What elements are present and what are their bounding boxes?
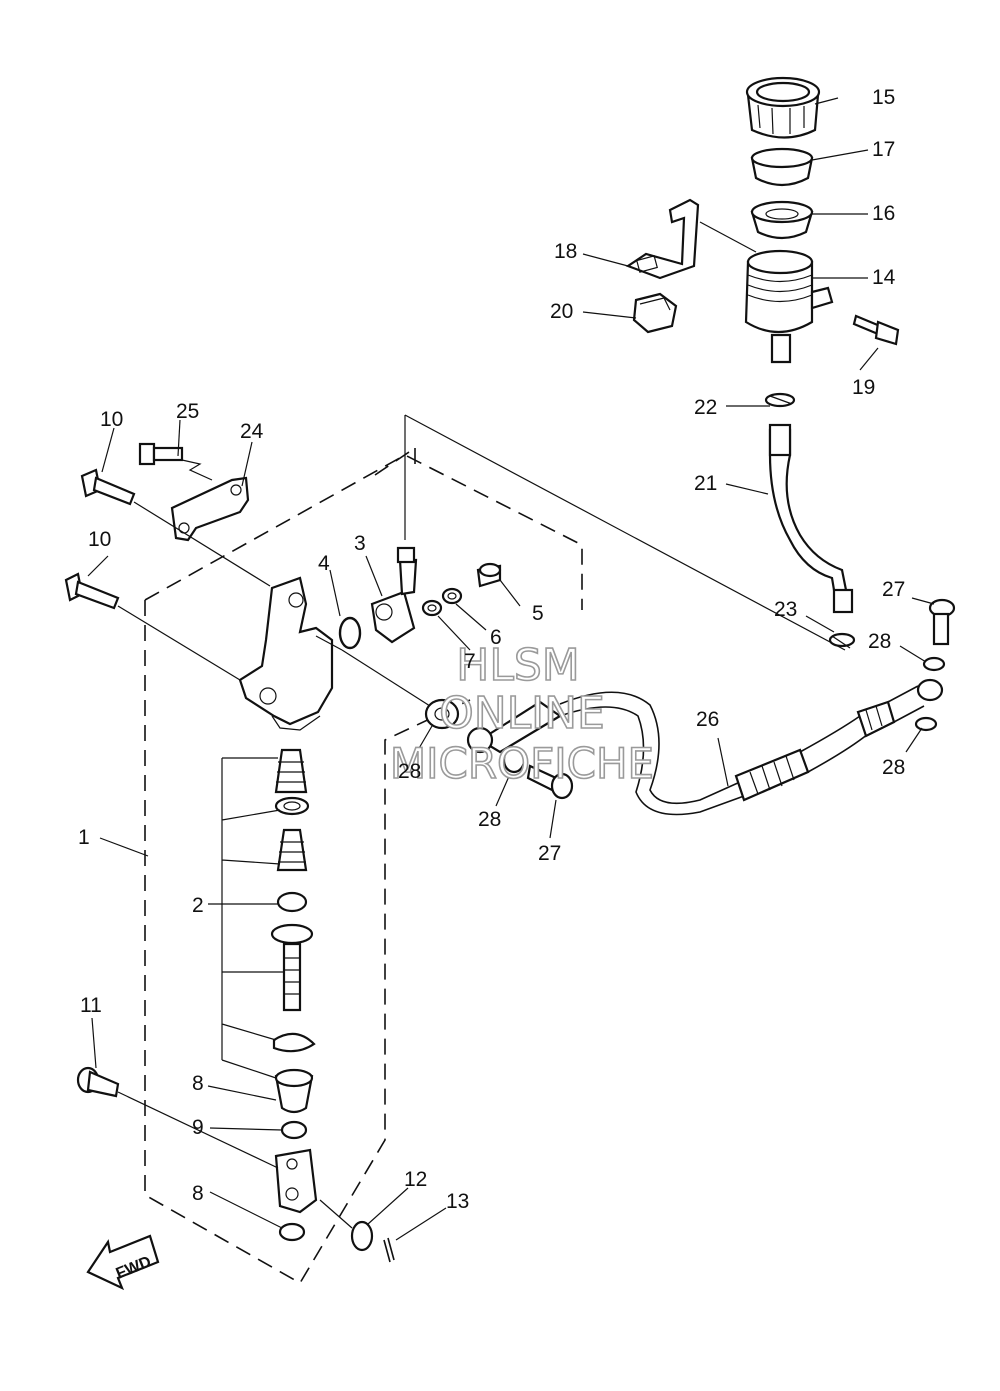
watermark-line-3: MICROFICHE <box>390 739 654 788</box>
assembly-outline <box>144 414 846 1285</box>
part-label-3: 3 <box>354 532 366 555</box>
part-label-15: 15 <box>872 86 895 109</box>
fwd-arrow-icon: FWD <box>86 1234 160 1291</box>
screw-19 <box>852 314 900 346</box>
part-label-21: 21 <box>694 472 717 495</box>
part-label-7: 7 <box>464 650 476 673</box>
union-bolt-lower <box>424 698 460 730</box>
part-label-10b: 10 <box>88 528 111 551</box>
part-label-10a: 10 <box>100 408 123 431</box>
part-label-16: 16 <box>872 202 895 225</box>
brake-hose-26 <box>466 678 944 816</box>
hose-clamp-23 <box>828 632 856 649</box>
cotter-pin-13 <box>383 1237 395 1263</box>
part-label-9: 9 <box>192 1116 204 1139</box>
part-label-8b: 8 <box>192 1182 204 1205</box>
master-cylinder-body <box>238 576 343 731</box>
clevis <box>274 1148 318 1214</box>
part-label-27a: 27 <box>882 578 905 601</box>
part-label-13: 13 <box>446 1190 469 1213</box>
hose-clamp-22 <box>764 392 796 408</box>
part-labels: 1 2 3 4 5 6 7 8 8 9 10 10 11 12 13 14 15… <box>78 86 905 1213</box>
part-label-20: 20 <box>550 300 573 323</box>
watermark-line-1: HLSM <box>456 640 580 691</box>
piston-kit-2 <box>270 748 316 1114</box>
diaphragm-plate-17 <box>750 147 814 187</box>
bracket-24 <box>170 459 250 542</box>
part-label-28c: 28 <box>478 808 501 831</box>
nut-9 <box>280 1120 308 1140</box>
washer-7 <box>421 599 443 617</box>
part-label-23: 23 <box>774 598 797 621</box>
part-label-28d: 28 <box>398 760 421 783</box>
union-bolt-27-upper <box>928 598 956 646</box>
washer-6 <box>441 587 463 605</box>
pin-11 <box>76 1066 120 1098</box>
part-label-27b: 27 <box>538 842 561 865</box>
bolt-10-lower <box>64 572 120 610</box>
hose-joint-3 <box>370 546 418 644</box>
part-label-22: 22 <box>694 396 717 419</box>
part-label-12: 12 <box>404 1168 427 1191</box>
part-label-24: 24 <box>240 420 264 443</box>
reservoir-hose-21 <box>768 423 854 614</box>
part-label-18: 18 <box>554 240 577 263</box>
part-label-1: 1 <box>78 826 90 849</box>
part-label-5: 5 <box>532 602 544 625</box>
part-label-28a: 28 <box>868 630 891 653</box>
part-label-28b: 28 <box>882 756 905 779</box>
part-label-2: 2 <box>192 894 204 917</box>
reservoir-bracket-18 <box>625 198 700 280</box>
bolt-25 <box>138 442 184 466</box>
part-label-26: 26 <box>696 708 719 731</box>
copper-washers-28 <box>502 656 946 774</box>
part-label-6: 6 <box>490 626 502 649</box>
reservoir-cap-15 <box>745 76 821 139</box>
part-label-17: 17 <box>872 138 895 161</box>
o-ring-4 <box>338 616 362 650</box>
part-label-25: 25 <box>176 400 199 423</box>
grommet-20 <box>632 292 678 334</box>
part-label-14: 14 <box>872 266 896 289</box>
nut-8-lower <box>278 1222 306 1242</box>
part-label-8a: 8 <box>192 1072 204 1095</box>
watermark: HLSM ONLINE MICROFICHE <box>389 639 655 789</box>
screw-5 <box>476 562 502 588</box>
reservoir-tank-14 <box>744 249 834 364</box>
watermark-line-2: ONLINE <box>439 688 605 739</box>
leader-lines <box>87 97 935 1241</box>
union-bolt-27-lower <box>526 764 574 800</box>
washer-12 <box>350 1220 374 1252</box>
part-label-19: 19 <box>852 376 875 399</box>
bolt-10-upper <box>80 468 136 506</box>
diaphragm-16 <box>750 200 814 240</box>
part-label-11: 11 <box>80 994 102 1017</box>
part-label-4: 4 <box>318 552 330 575</box>
